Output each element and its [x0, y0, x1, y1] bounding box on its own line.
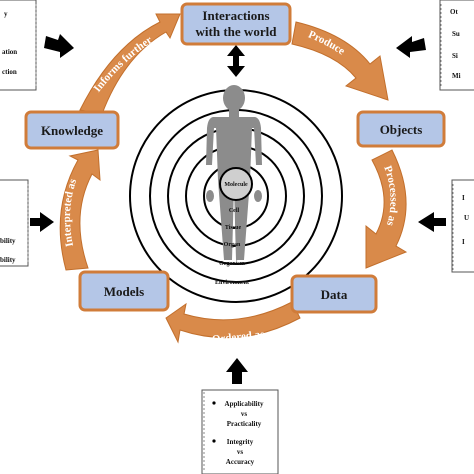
label-organism: Organism — [219, 261, 245, 267]
label-cell: Cell — [229, 208, 240, 214]
svg-text:vs: vs — [237, 448, 244, 456]
note-top-right: Ot Su Si Mi — [439, 0, 474, 91]
svg-text:Accuracy: Accuracy — [226, 458, 255, 466]
block-arrow-top-right — [396, 36, 426, 58]
node-data: Data — [290, 274, 378, 314]
label-environment: Environment — [215, 280, 249, 286]
svg-text:Mi: Mi — [452, 72, 461, 80]
arc-label-informs-further: Informs further — [91, 34, 154, 95]
note-top-left: y ation ction — [0, 0, 37, 91]
svg-text:with the world: with the world — [196, 24, 278, 39]
svg-text:y: y — [4, 10, 8, 18]
arrow-interpreted-as — [59, 149, 101, 271]
ring-molecule — [219, 167, 253, 201]
block-arrow-mid-right — [418, 212, 446, 232]
svg-text:Practicality: Practicality — [227, 420, 262, 428]
svg-text:Ot: Ot — [450, 8, 458, 16]
bidirectional-arrow-icon — [227, 45, 245, 77]
svg-text:bility: bility — [0, 256, 16, 264]
arrow-processed-as — [365, 149, 408, 269]
label-molecule: Molecule — [224, 182, 248, 188]
cycle-arrows — [59, 13, 408, 344]
svg-text:bility: bility — [0, 237, 16, 245]
svg-text:Integrity: Integrity — [227, 438, 254, 446]
svg-text:vs: vs — [241, 410, 248, 418]
note-bottom: Applicability vs Practicality Integrity … — [201, 389, 279, 474]
node-objects: Objects — [356, 110, 446, 148]
svg-text:I: I — [462, 238, 465, 246]
svg-text:ation: ation — [2, 48, 17, 56]
svg-text:Knowledge: Knowledge — [41, 123, 103, 138]
note-mid-right: I U I — [451, 179, 474, 273]
node-models: Models — [78, 270, 170, 312]
node-interactions: Interactions with the world — [180, 2, 292, 46]
arrow-ordered-as — [165, 301, 301, 344]
svg-text:Objects: Objects — [380, 122, 423, 137]
block-arrow-top-left — [44, 34, 74, 58]
svg-text:Data: Data — [321, 287, 348, 302]
block-arrows — [30, 34, 446, 384]
human-silhouette-icon — [206, 85, 262, 260]
arrow-informs-further — [79, 13, 181, 115]
svg-text:Models: Models — [104, 284, 144, 299]
note-mid-left: bility bility — [0, 179, 29, 267]
label-tissue: Tissue — [225, 225, 242, 231]
block-arrow-bottom — [226, 358, 248, 384]
svg-text:Su: Su — [452, 30, 460, 38]
svg-text:Si: Si — [452, 52, 458, 60]
block-arrow-mid-left — [30, 212, 54, 232]
arrow-produce — [291, 21, 389, 101]
svg-text:Applicability: Applicability — [225, 400, 264, 408]
svg-text:U: U — [464, 214, 469, 222]
svg-text:Interactions: Interactions — [202, 8, 269, 23]
svg-text:ction: ction — [2, 68, 17, 76]
svg-text:I: I — [462, 194, 465, 202]
arc-label-ordered-as: Ordered as — [211, 328, 265, 346]
label-organ: Organ — [224, 242, 241, 248]
node-knowledge: Knowledge — [24, 110, 120, 150]
